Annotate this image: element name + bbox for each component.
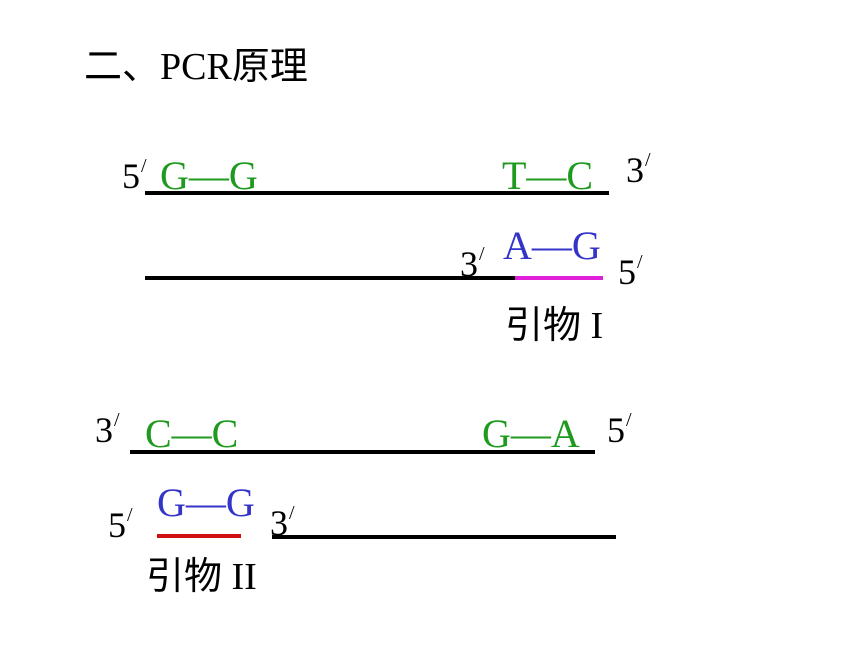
three-prime-end-label: 3/ — [270, 502, 295, 543]
five-prime-end-label: 5/ — [108, 504, 133, 545]
five-prime-end-label: 5/ — [122, 155, 147, 196]
primer-sequence: A—G — [503, 223, 601, 268]
five-prime-end-label: 5/ — [618, 251, 643, 292]
three-prime-end-label: 3/ — [95, 409, 120, 450]
primer-1-line — [515, 276, 603, 280]
five-prime-end-label: 5/ — [607, 409, 632, 450]
primer-2-line — [157, 534, 241, 538]
sequence-right: G—A — [482, 411, 580, 456]
sequence-left: G—G — [160, 153, 258, 198]
dna-strand-line — [145, 191, 609, 195]
primer-1-label: 引物 I — [505, 305, 604, 347]
primer-sequence: G—G — [157, 480, 255, 525]
primer-2-label: 引物 II — [146, 556, 257, 598]
sequence-left: C—C — [145, 411, 239, 456]
three-prime-end-label: 3/ — [460, 243, 485, 284]
dna-strand-line — [272, 535, 616, 539]
three-prime-end-label: 3/ — [626, 149, 651, 190]
dna-strand-line — [130, 450, 595, 454]
page-title: 二、PCR原理 — [84, 46, 308, 88]
dna-strand-line — [145, 276, 515, 280]
sequence-right: T—C — [502, 153, 594, 198]
